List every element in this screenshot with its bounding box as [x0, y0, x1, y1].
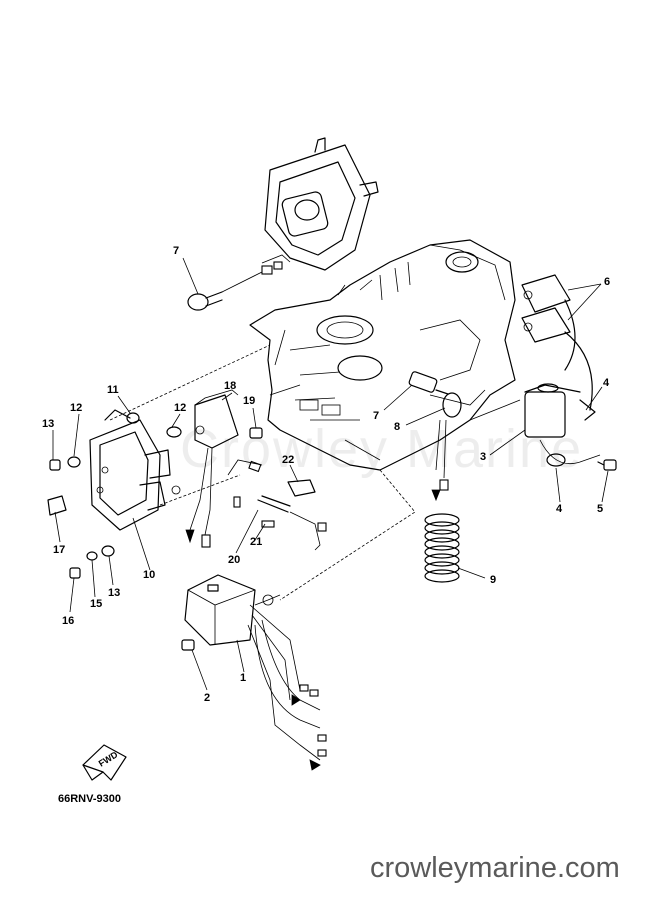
part-5-bolt [597, 459, 617, 471]
part-3-ignition-coil [524, 383, 601, 467]
callout-18: 18 [224, 380, 236, 392]
callout-13-lower: 13 [108, 587, 120, 599]
part-9-thermo-switch [187, 261, 283, 311]
engine-block [249, 239, 516, 471]
callout-7: 7 [373, 410, 379, 422]
drawing-code: 66RNV-9300 [58, 793, 121, 805]
callout-4-lower: 4 [556, 503, 563, 515]
part-2-bolt [181, 639, 195, 651]
callout-8: 8 [394, 421, 400, 433]
callout-9: 7 [173, 245, 179, 257]
callout-14: 13 [42, 418, 54, 430]
brand-url[interactable]: crowleymarine.com [370, 852, 620, 884]
watermark-text: Crowley Marine [180, 419, 584, 479]
callout-12-left: 11 [107, 384, 119, 396]
callout-17: 17 [53, 544, 65, 556]
callout-10: 9 [490, 574, 496, 586]
callout-20: 20 [228, 554, 240, 566]
callout-6: 6 [604, 276, 610, 288]
callout-15: 15 [90, 598, 102, 610]
callout-12-right: 12 [174, 402, 186, 414]
part-18-unit [171, 389, 239, 548]
callout-13-upper: 12 [70, 402, 82, 414]
callout-19: 19 [243, 395, 255, 407]
small-fasteners [47, 412, 263, 579]
fwd-arrow-icon: FWD [82, 744, 127, 781]
callout-11: 10 [143, 569, 155, 581]
part-8-spark-plug [442, 392, 462, 418]
callout-16: 16 [62, 615, 74, 627]
callout-1: 1 [240, 672, 246, 684]
callout-5: 5 [597, 503, 603, 515]
part-10-spring [424, 513, 460, 583]
parts-20-21-22 [227, 459, 327, 551]
callout-21: 21 [250, 536, 262, 548]
part-7-sensor [408, 371, 449, 395]
leader-lines [52, 257, 609, 691]
part-1-rectifier [184, 574, 327, 771]
coil-wires [431, 399, 521, 502]
callout-labels: 7 6 4 7 8 3 4 5 9 11 18 12 19 12 13 22 1… [42, 245, 610, 704]
part-6-plug-caps [521, 274, 593, 411]
callout-2: 2 [204, 692, 210, 704]
callout-4-upper: 4 [603, 377, 610, 389]
callout-3: 3 [480, 451, 486, 463]
callout-22: 22 [282, 454, 294, 466]
ignition-coil-housing [261, 137, 379, 271]
part-11-bracket [89, 409, 171, 531]
